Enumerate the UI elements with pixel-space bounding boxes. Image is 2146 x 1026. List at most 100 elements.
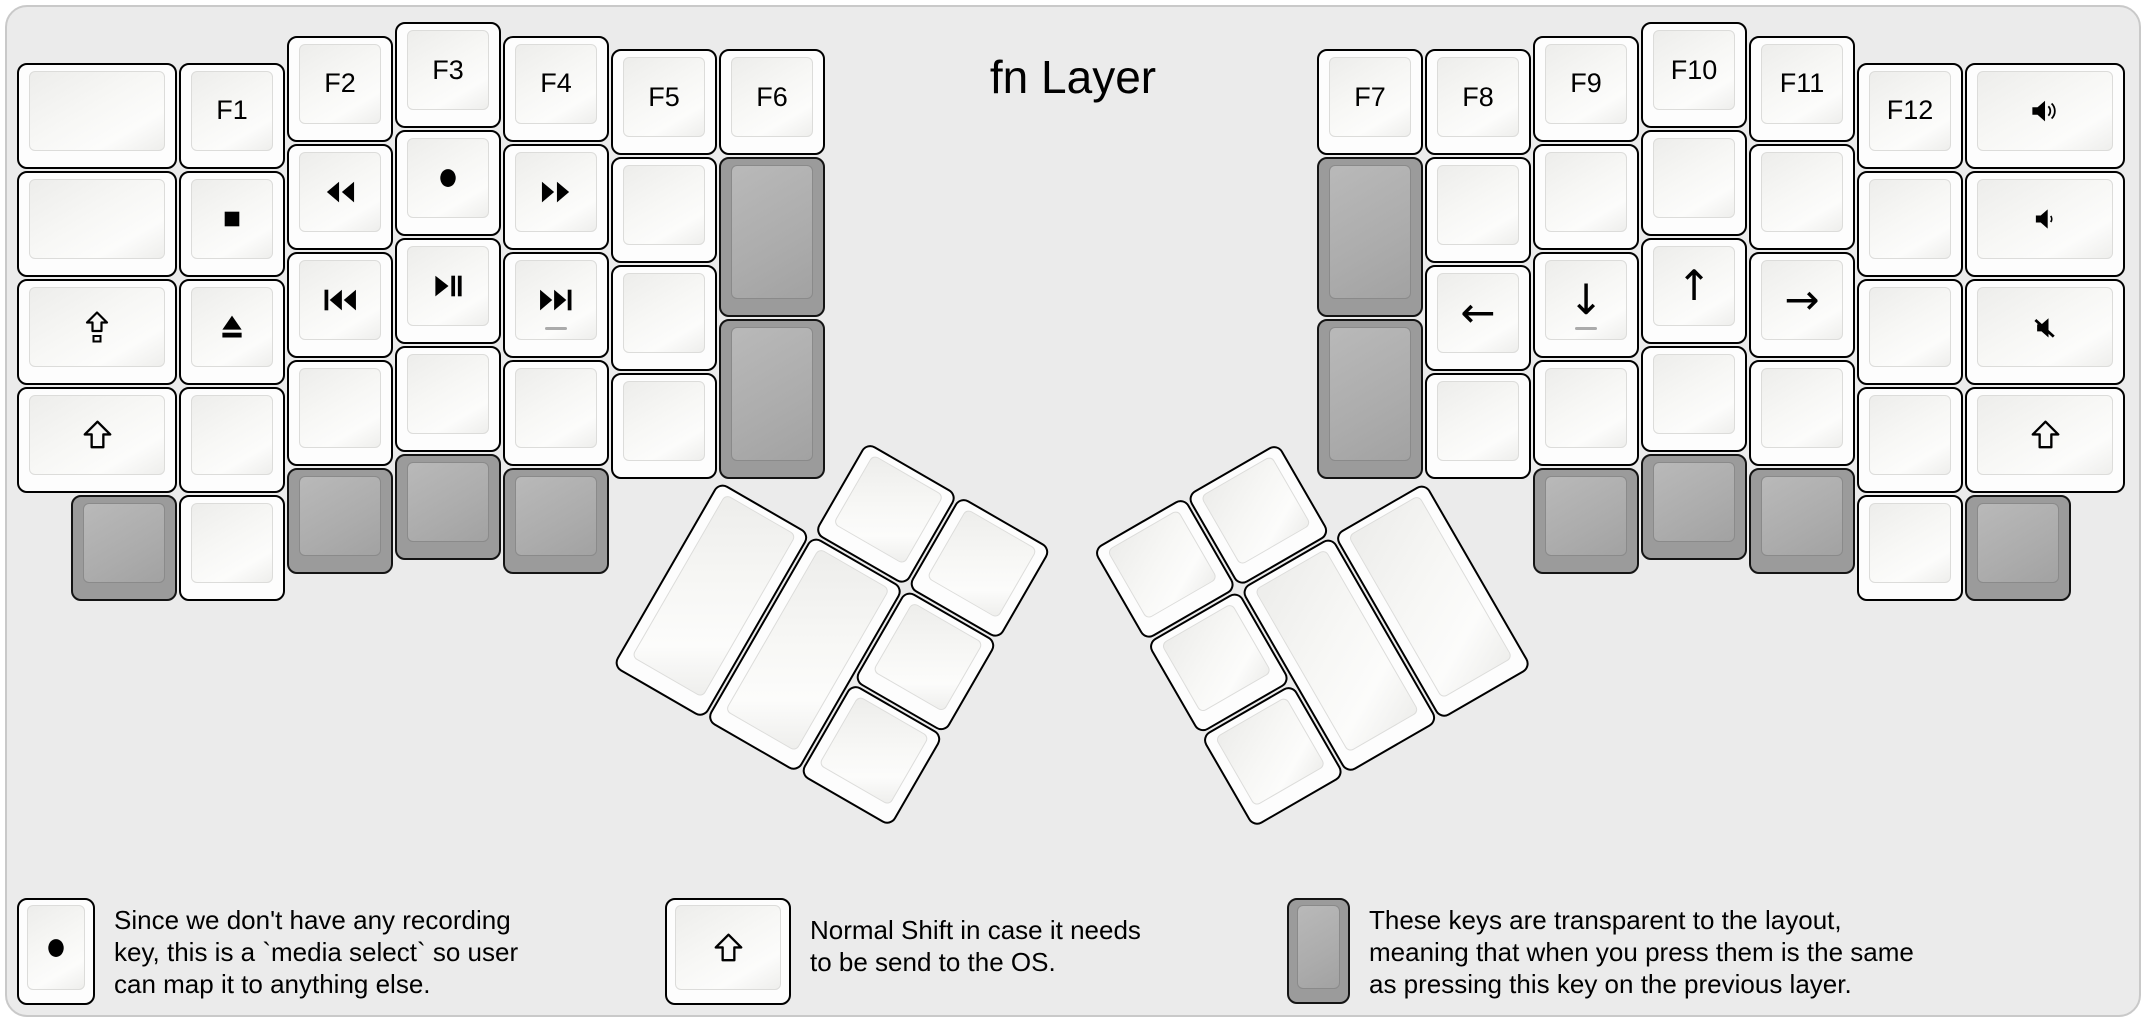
keycap-surface — [1653, 462, 1735, 542]
key-transparent[interactable] — [1749, 467, 1855, 574]
arrow-left-icon: ← — [1460, 288, 1496, 337]
legend-item-transparent-keys: These keys are transparent to the layout… — [1287, 898, 1914, 1004]
key-rewind[interactable] — [287, 143, 393, 250]
keycap-surface — [29, 394, 165, 475]
keycap-surface — [1653, 138, 1735, 218]
key-f2[interactable]: F2 — [287, 35, 393, 142]
key-blank[interactable] — [287, 359, 393, 466]
key-shift[interactable] — [17, 386, 177, 493]
key-f4[interactable]: F4 — [503, 35, 609, 142]
key-f9[interactable]: F9 — [1533, 35, 1639, 142]
key-f6[interactable]: F6 — [719, 49, 825, 155]
key-blank[interactable] — [503, 359, 609, 466]
key-shift[interactable] — [1965, 386, 2125, 493]
key-blank[interactable] — [1533, 143, 1639, 250]
key-f12[interactable]: F12 — [1857, 62, 1963, 169]
keycap-surface — [1329, 57, 1411, 137]
volume-mute-icon — [1977, 287, 2113, 367]
key-blank[interactable] — [179, 386, 285, 493]
keycap-surface — [299, 367, 381, 448]
key-blank[interactable] — [1857, 170, 1963, 277]
key-blank[interactable] — [1857, 494, 1963, 601]
keycap-surface — [1437, 165, 1519, 245]
key-volume-mute[interactable] — [1965, 278, 2125, 385]
key-transparent[interactable] — [1317, 319, 1423, 479]
key-blank[interactable] — [1857, 278, 1963, 385]
keycap-surface — [1297, 905, 1340, 989]
key-volume-up[interactable] — [1965, 62, 2125, 169]
shift-icon — [1977, 395, 2113, 475]
keycap-surface — [1545, 259, 1627, 340]
key-blank[interactable] — [17, 170, 177, 277]
keycap-surface — [407, 462, 489, 542]
keycap-surface — [1545, 151, 1627, 232]
key-blank[interactable] — [1533, 359, 1639, 466]
key-label: F5 — [648, 81, 680, 112]
legend-text-normal-shift: Normal Shift in case it needs to be send… — [810, 898, 1141, 978]
key-blank[interactable] — [611, 265, 717, 371]
key-blank[interactable] — [1425, 157, 1531, 263]
keycap-surface — [407, 30, 489, 110]
key-transparent[interactable] — [1317, 157, 1423, 317]
key-blank[interactable] — [1425, 373, 1531, 479]
key-arrow-down[interactable]: ↓ — [1533, 251, 1639, 358]
keycap-surface — [1869, 70, 1951, 151]
key-blank[interactable] — [1641, 346, 1747, 452]
key-fast-forward[interactable] — [503, 143, 609, 250]
key-prev-track[interactable] — [287, 251, 393, 358]
key-transparent[interactable] — [719, 319, 825, 479]
key-next-track[interactable] — [503, 251, 609, 358]
key-record[interactable] — [395, 130, 501, 236]
key-blank[interactable] — [1749, 359, 1855, 466]
keycap-surface — [1545, 43, 1627, 124]
key-blank[interactable] — [1857, 386, 1963, 493]
key-f10[interactable]: F10 — [1641, 22, 1747, 128]
keycap-surface — [29, 286, 165, 367]
key-f1[interactable]: F1 — [179, 62, 285, 169]
key-blank[interactable] — [1749, 143, 1855, 250]
legend-key-transparent — [1287, 898, 1350, 1004]
key-transparent[interactable] — [719, 157, 825, 317]
key-caps-lock[interactable] — [17, 278, 177, 385]
key-transparent[interactable] — [503, 467, 609, 574]
volume-up-icon — [1977, 71, 2113, 151]
key-blank[interactable] — [179, 494, 285, 601]
key-f3[interactable]: F3 — [395, 22, 501, 128]
key-transparent[interactable] — [1965, 494, 2071, 601]
legend-key-record — [17, 898, 95, 1005]
keycap-surface — [299, 151, 381, 232]
legend-line: to be send to the OS. — [810, 947, 1056, 977]
volume-down-icon — [1977, 179, 2113, 259]
key-stop[interactable] — [179, 170, 285, 277]
key-blank[interactable] — [17, 62, 177, 169]
keycap-surface — [299, 475, 381, 556]
key-blank[interactable] — [395, 346, 501, 452]
key-arrow-right[interactable]: → — [1749, 251, 1855, 358]
arrow-up-icon: ↑ — [1676, 261, 1712, 310]
key-f5[interactable]: F5 — [611, 49, 717, 155]
key-blank[interactable] — [1641, 130, 1747, 236]
keycap-surface — [191, 70, 273, 151]
layer-title: fn Layer — [989, 51, 1157, 103]
keycap-surface — [731, 327, 813, 461]
key-play-pause[interactable] — [395, 238, 501, 344]
key-blank[interactable] — [611, 157, 717, 263]
shift-icon — [29, 395, 165, 475]
key-blank[interactable] — [611, 373, 717, 479]
key-volume-down[interactable] — [1965, 170, 2125, 277]
key-transparent[interactable] — [71, 494, 177, 601]
key-f11[interactable]: F11 — [1749, 35, 1855, 142]
key-transparent[interactable] — [287, 467, 393, 574]
key-label: F10 — [1670, 54, 1718, 85]
key-transparent[interactable] — [395, 454, 501, 560]
keycap-surface — [1761, 151, 1843, 232]
key-eject[interactable] — [179, 278, 285, 385]
key-arrow-left[interactable]: ← — [1425, 265, 1531, 371]
key-transparent[interactable] — [1641, 454, 1747, 560]
key-transparent[interactable] — [1533, 467, 1639, 574]
arrow-right-icon: → — [1784, 274, 1820, 324]
arrow-down-icon: ↓ — [1568, 274, 1604, 324]
key-f7[interactable]: F7 — [1317, 49, 1423, 155]
key-f8[interactable]: F8 — [1425, 49, 1531, 155]
key-arrow-up[interactable]: ↑ — [1641, 238, 1747, 344]
